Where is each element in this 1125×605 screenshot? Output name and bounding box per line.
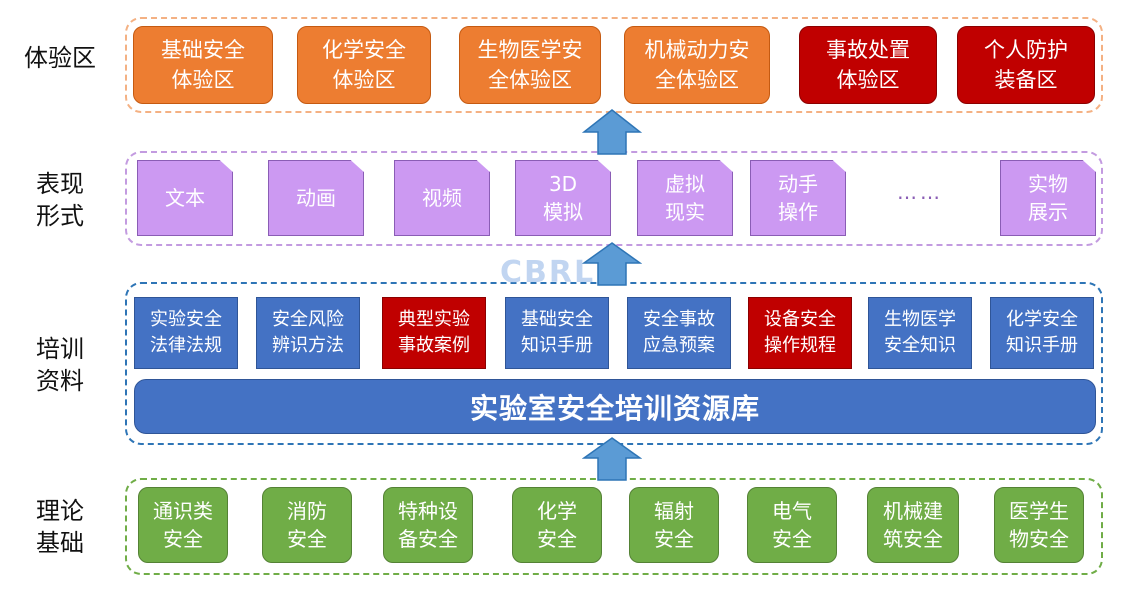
row-label-experience: 体验区 [24, 44, 96, 72]
theory-fire-safety: 消防 安全 [262, 487, 352, 563]
material-chemical-handbook: 化学安全 知识手册 [990, 297, 1094, 369]
form-text: 文本 [137, 160, 233, 236]
form-3d-simulation: 3D 模拟 [515, 160, 611, 236]
form-virtual-reality: 虚拟 现实 [637, 160, 733, 236]
form-video: 视频 [394, 160, 490, 236]
watermark-logo: CBRL [500, 255, 596, 290]
theory-radiation-safety: 辐射 安全 [629, 487, 719, 563]
row-label-materials: 培训 资料 [36, 335, 84, 395]
theory-general-safety: 通识类 安全 [138, 487, 228, 563]
experience-zone-basic: 基础安全 体验区 [133, 26, 273, 104]
material-biomedical-knowledge: 生物医学 安全知识 [868, 297, 972, 369]
experience-zone-chemical: 化学安全 体验区 [297, 26, 431, 104]
up-arrow-icon [582, 242, 642, 286]
material-laws: 实验安全 法律法规 [134, 297, 238, 369]
material-equipment-procedures: 设备安全 操作规程 [748, 297, 852, 369]
form-animation: 动画 [268, 160, 364, 236]
resource-library-bar: 实验室安全培训资源库 [134, 379, 1096, 434]
up-arrow-icon [582, 437, 642, 481]
experience-zone-mechanical: 机械动力安 全体验区 [624, 26, 770, 104]
theory-medical-biological: 医学生 物安全 [994, 487, 1084, 563]
material-basic-handbook: 基础安全 知识手册 [505, 297, 609, 369]
theory-special-equipment: 特种设 备安全 [383, 487, 473, 563]
theory-chemical-safety: 化学 安全 [512, 487, 602, 563]
theory-electrical-safety: 电气 安全 [747, 487, 837, 563]
row-label-forms: 表现 形式 [36, 170, 84, 230]
experience-zone-biomedical: 生物医学安 全体验区 [459, 26, 601, 104]
forms-ellipsis: …… [897, 180, 943, 204]
material-risk-identification: 安全风险 辨识方法 [256, 297, 360, 369]
theory-mechanical-building: 机械建 筑安全 [867, 487, 959, 563]
experience-zone-accident: 事故处置 体验区 [799, 26, 937, 104]
material-accident-cases: 典型实验 事故案例 [382, 297, 486, 369]
form-physical-display: 实物 展示 [1000, 160, 1096, 236]
experience-zone-ppe: 个人防护 装备区 [957, 26, 1095, 104]
form-hands-on: 动手 操作 [750, 160, 846, 236]
row-label-theory: 理论 基础 [36, 497, 84, 557]
material-emergency-plan: 安全事故 应急预案 [627, 297, 731, 369]
up-arrow-icon [582, 109, 642, 155]
